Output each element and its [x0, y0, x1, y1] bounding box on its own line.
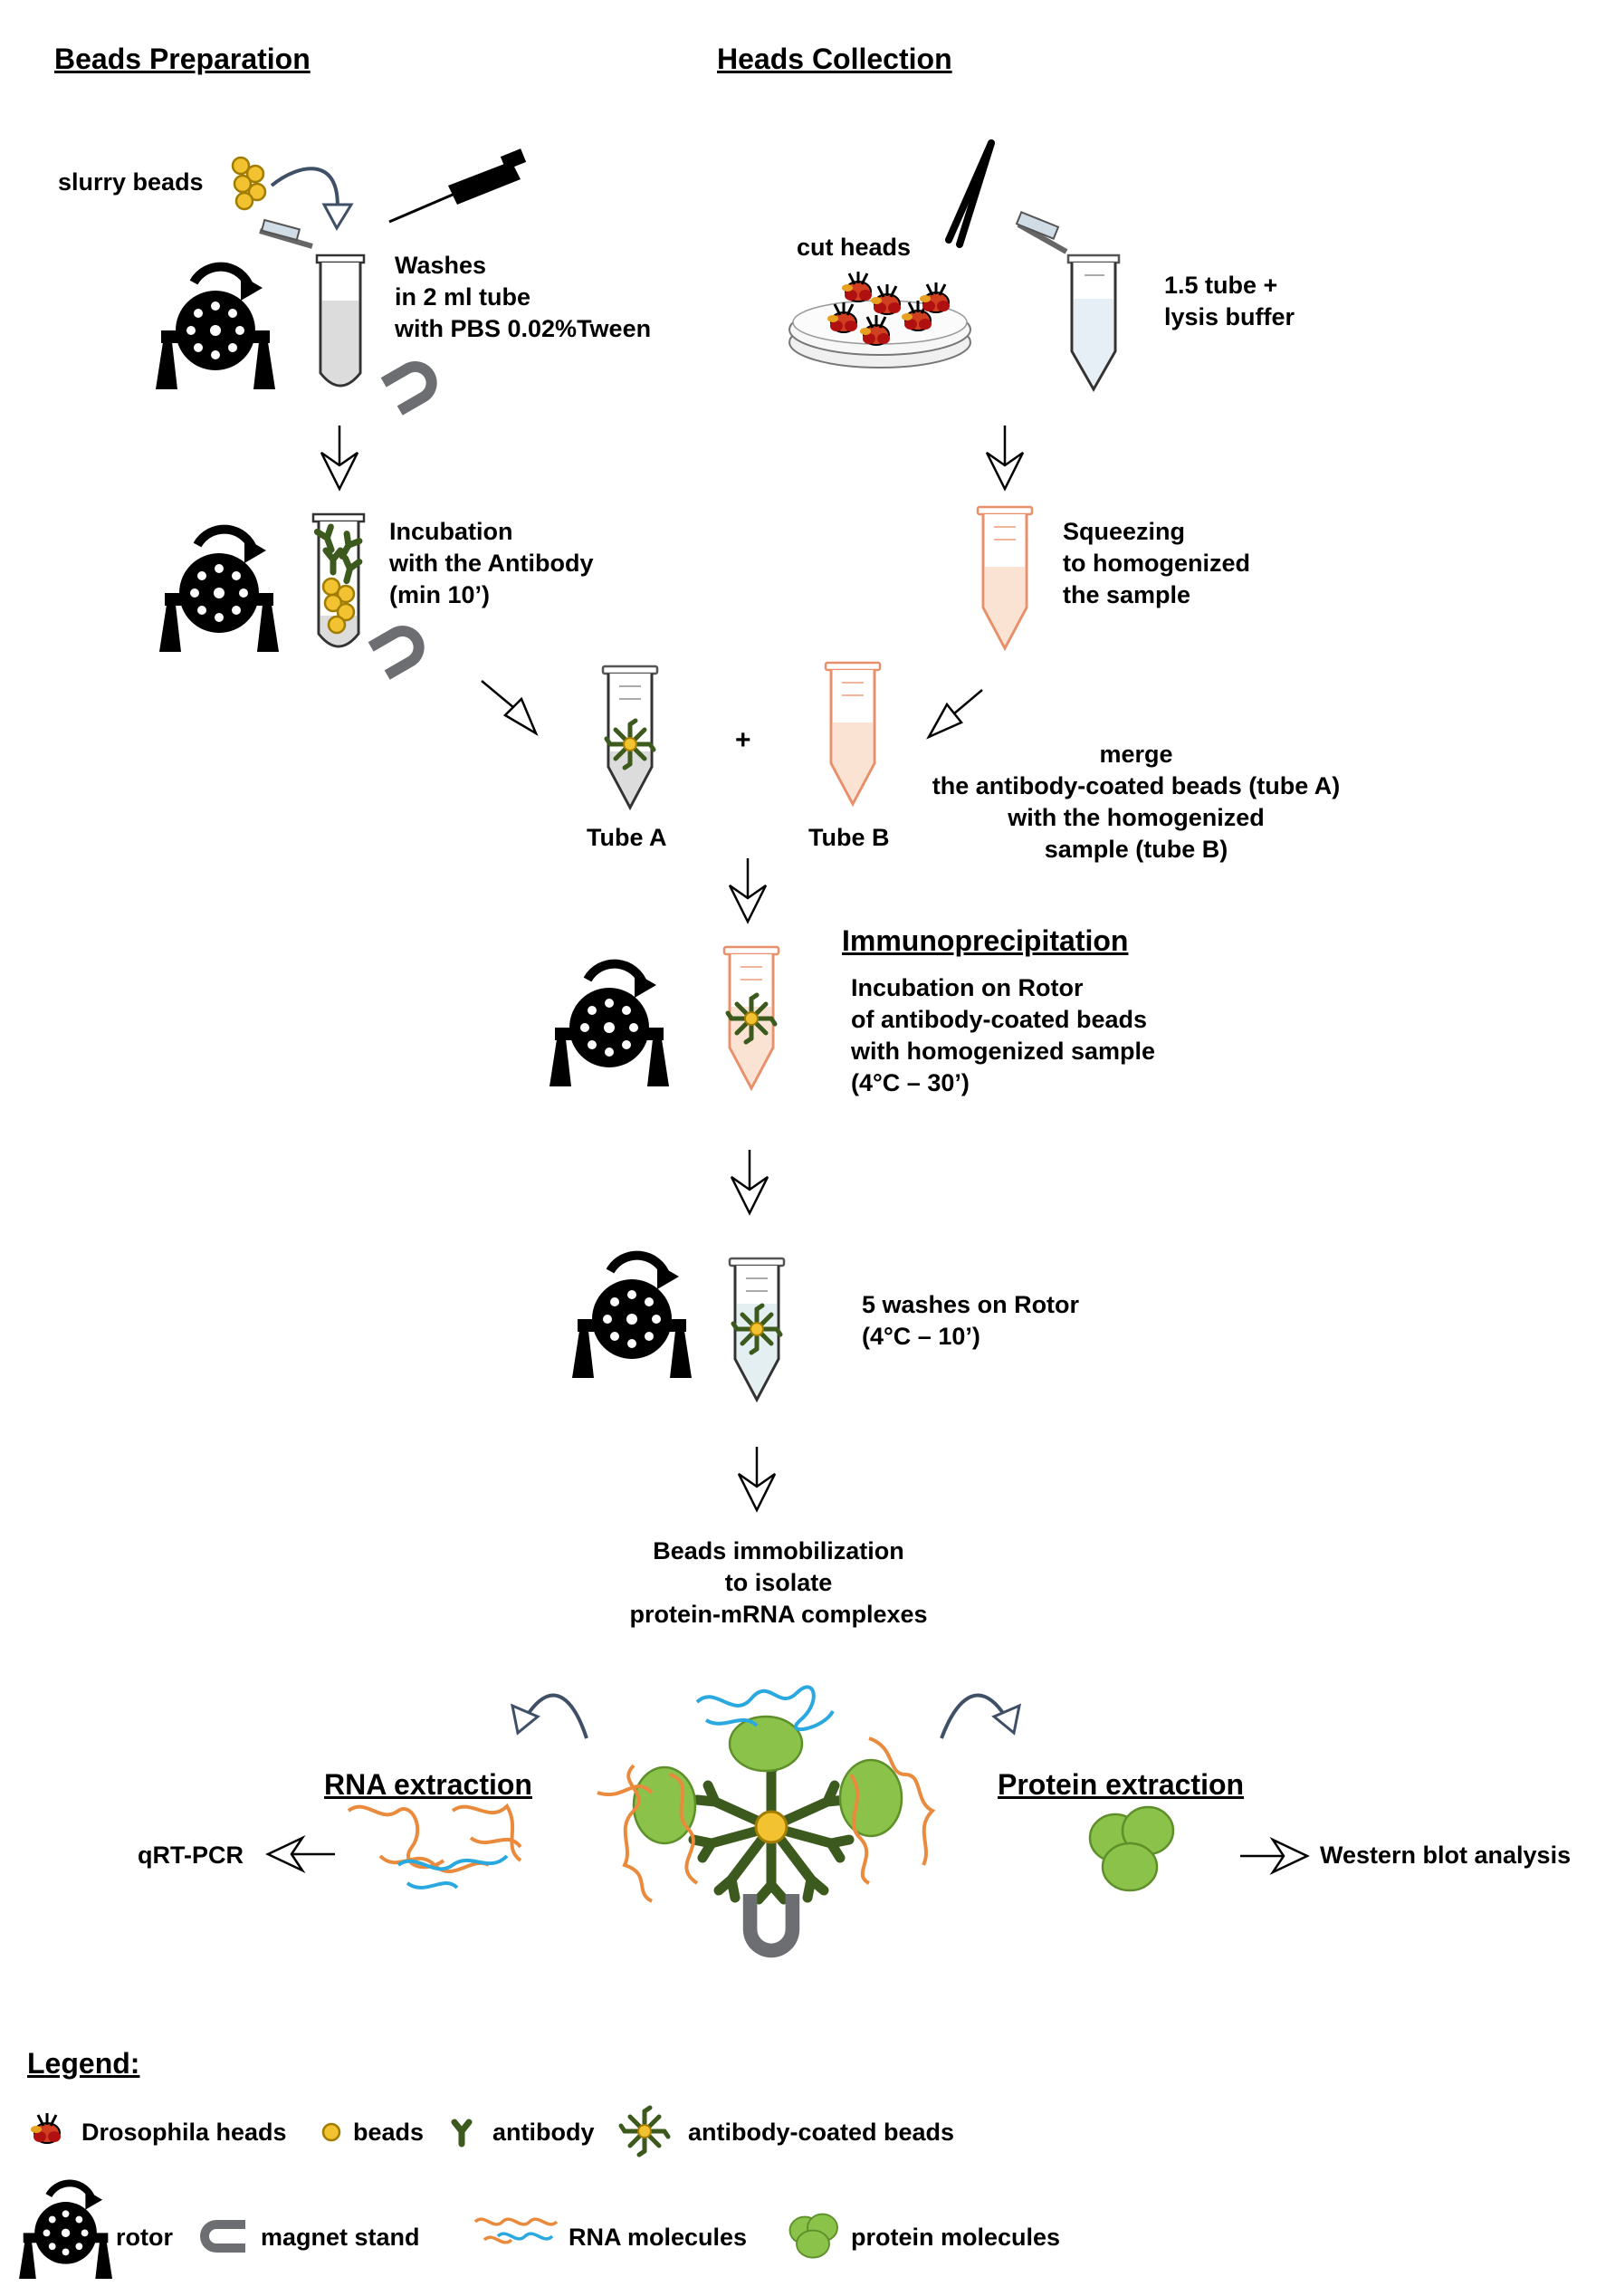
label-slurry-beads: slurry beads: [58, 168, 204, 196]
label-tube-a: Tube A: [587, 824, 667, 851]
legend-drosophila-icon: [29, 2111, 62, 2145]
rna-molecules-icon: [347, 1803, 522, 1889]
tube-a-icon: [601, 665, 659, 809]
label-plus: +: [735, 725, 751, 755]
label-merge: merge the antibody-coated beads (tube A)…: [932, 741, 1341, 863]
legend-bead-icon: [321, 2122, 341, 2142]
pipette-icon: [388, 148, 527, 224]
slurry-beads-icon: [231, 156, 267, 211]
legend-protein-icon: [788, 2213, 838, 2259]
curved-arrow-icon: [270, 167, 339, 218]
header-heads-collection: Heads Collection: [717, 43, 952, 75]
legend-label-rotor: rotor: [116, 2224, 173, 2251]
magnet-icon: [368, 617, 433, 680]
petri-dish-icon: [788, 270, 971, 368]
diagonal-arrow-right: [926, 689, 983, 740]
legend-label-antibody: antibody: [492, 2119, 595, 2146]
label-incubation-rotor: Incubation on Rotor of antibody-coated b…: [851, 974, 1156, 1096]
legend-label-rna: RNA molecules: [569, 2224, 748, 2251]
tube-squeezing-icon: [976, 505, 1034, 650]
label-western-blot: Western blot analysis: [1320, 1842, 1572, 1869]
tube-b-icon: [824, 661, 882, 806]
down-arrow-2: [985, 424, 1025, 491]
label-tube-b: Tube B: [808, 824, 890, 851]
tube-2ml-icon: [259, 218, 366, 387]
tube-lysis-icon: [1015, 210, 1121, 393]
protein-mrna-complex: [597, 1685, 936, 1958]
legend-abbead-icon: [621, 2108, 668, 2155]
label-qrt-pcr: qRT-PCR: [138, 1842, 244, 1869]
arrow-to-qrtpcr: [265, 1834, 335, 1874]
header-protein-extraction: Protein extraction: [998, 1768, 1245, 1801]
label-incubation-antibody: Incubation with the Antibody (min 10’): [389, 518, 594, 608]
legend-label-protein: protein molecules: [851, 2224, 1061, 2251]
curved-arrow-to-rna: [510, 1693, 588, 1739]
legend-antibody-icon: [454, 2122, 469, 2144]
label-beads-immobilization: Beads immobilization to isolate protein-…: [629, 1537, 928, 1628]
label-washes-rotor: 5 washes on Rotor (4°C – 10’): [862, 1291, 1080, 1350]
tweezers-icon: [945, 139, 995, 248]
header-beads-preparation: Beads Preparation: [54, 43, 311, 75]
tube-washes-icon: [728, 1257, 786, 1402]
protein-molecules-icon: [1088, 1805, 1175, 1892]
rotor-icon: [159, 530, 279, 652]
curved-arrow-to-protein: [940, 1693, 1022, 1739]
legend-label-antibody-coated-beads: antibody-coated beads: [688, 2119, 955, 2146]
legend-magnet-icon: [200, 2220, 245, 2253]
rotor-icon: [156, 267, 275, 389]
label-washes: Washes in 2 ml tube with PBS 0.02%Tween: [395, 252, 652, 342]
header-immunoprecipitation: Immunoprecipitation: [842, 924, 1129, 957]
tube-antibody-beads-icon: [311, 512, 366, 648]
tube-ip-icon: [722, 945, 780, 1090]
header-legend: Legend:: [27, 2047, 140, 2080]
legend-rna-icon: [473, 2217, 559, 2244]
header-rna-extraction: RNA extraction: [324, 1768, 532, 1801]
legend-label-magnet: magnet stand: [261, 2224, 420, 2251]
label-cut-heads: cut heads: [797, 234, 912, 261]
arrow-to-western-blot: [1240, 1836, 1310, 1876]
rotor-icon: [549, 964, 669, 1086]
down-arrow-1: [320, 424, 359, 491]
arrowhead-icon: [321, 203, 354, 232]
down-arrow-5: [737, 1445, 777, 1512]
diagonal-arrow-left: [481, 680, 539, 736]
magnet-icon: [380, 353, 445, 416]
down-arrow-3: [728, 856, 768, 923]
label-tube-lysis: 1.5 tube + lysis buffer: [1164, 272, 1295, 330]
legend-label-beads: beads: [353, 2119, 425, 2146]
rotor-icon: [572, 1256, 692, 1378]
down-arrow-4: [730, 1148, 769, 1215]
legend-rotor-icon: [19, 2183, 112, 2279]
label-squeezing: Squeezing to homogenized the sample: [1063, 518, 1250, 608]
legend-label-drosophila: Drosophila heads: [81, 2119, 287, 2146]
